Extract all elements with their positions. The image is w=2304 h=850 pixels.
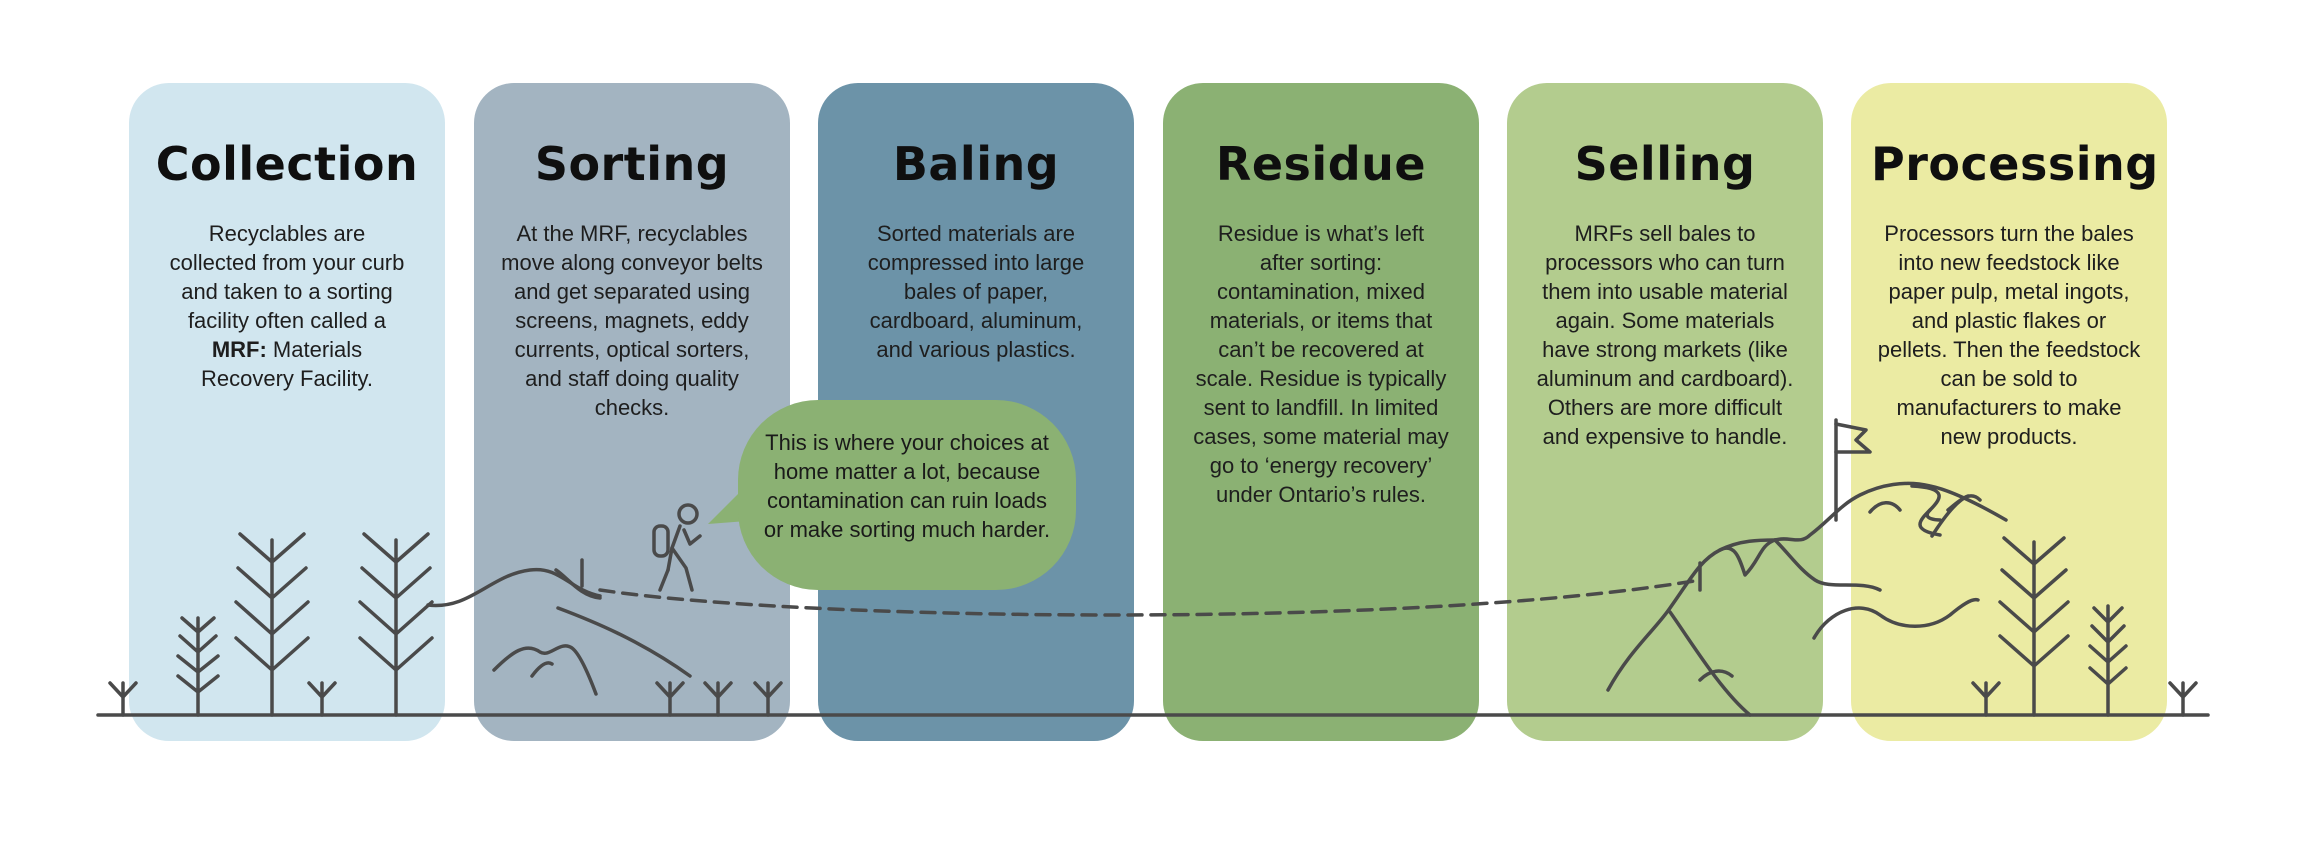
summit-flag-icon (1834, 418, 1872, 522)
hiker-icon (652, 503, 702, 592)
stage-title-selling: Selling (1574, 137, 1756, 191)
pine-tree-icon (1998, 536, 2128, 717)
stage-text-baling: Sorted materials are compressed into lar… (867, 221, 1085, 362)
stage-text-processing: Processors turn the bales into new feeds… (1877, 221, 2141, 449)
stage-text-collection: Recyclables are collected from your curb… (149, 219, 425, 393)
stage-text-sorting: At the MRF, recyclables move along conve… (501, 221, 763, 420)
pine-tree-icon (176, 532, 434, 717)
callout-bubble: This is where your choices at home matte… (738, 400, 1076, 590)
hill-ridge (1868, 501, 1902, 514)
stage-title-baling: Baling (892, 137, 1060, 191)
mountain-icon (426, 558, 692, 696)
trail-dashed-path (598, 578, 1702, 617)
stage-card-collection: Collection Recyclables are collected fro… (129, 83, 445, 741)
mountain-icon (1606, 481, 2008, 717)
stage-title-processing: Processing (1871, 137, 2159, 191)
stage-title-collection: Collection (155, 137, 419, 191)
stage-text-selling: MRFs sell bales to processors who can tu… (1536, 221, 1794, 449)
stage-text-collection-part2: Materials Recovery Facility. (201, 337, 373, 391)
stage-card-sorting: Sorting At the MRF, recyclables move alo… (474, 83, 790, 741)
stage-title-residue: Residue (1215, 137, 1427, 191)
stage-card-processing: Processing Processors turn the bales int… (1851, 83, 2167, 741)
callout-text: This is where your choices at home matte… (763, 430, 1051, 542)
stage-card-selling: Selling MRFs sell bales to processors wh… (1507, 83, 1823, 741)
stage-text-residue: Residue is what’s left after sorting: co… (1193, 221, 1449, 507)
stage-card-residue: Residue Residue is what’s left after sor… (1163, 83, 1479, 741)
stage-text-collection-bold: MRF: (211, 337, 267, 362)
grass-sprout-icon (108, 681, 2198, 717)
stage-title-sorting: Sorting (534, 137, 730, 191)
stage-text-collection-part1: Recyclables are collected from your curb… (169, 221, 405, 333)
